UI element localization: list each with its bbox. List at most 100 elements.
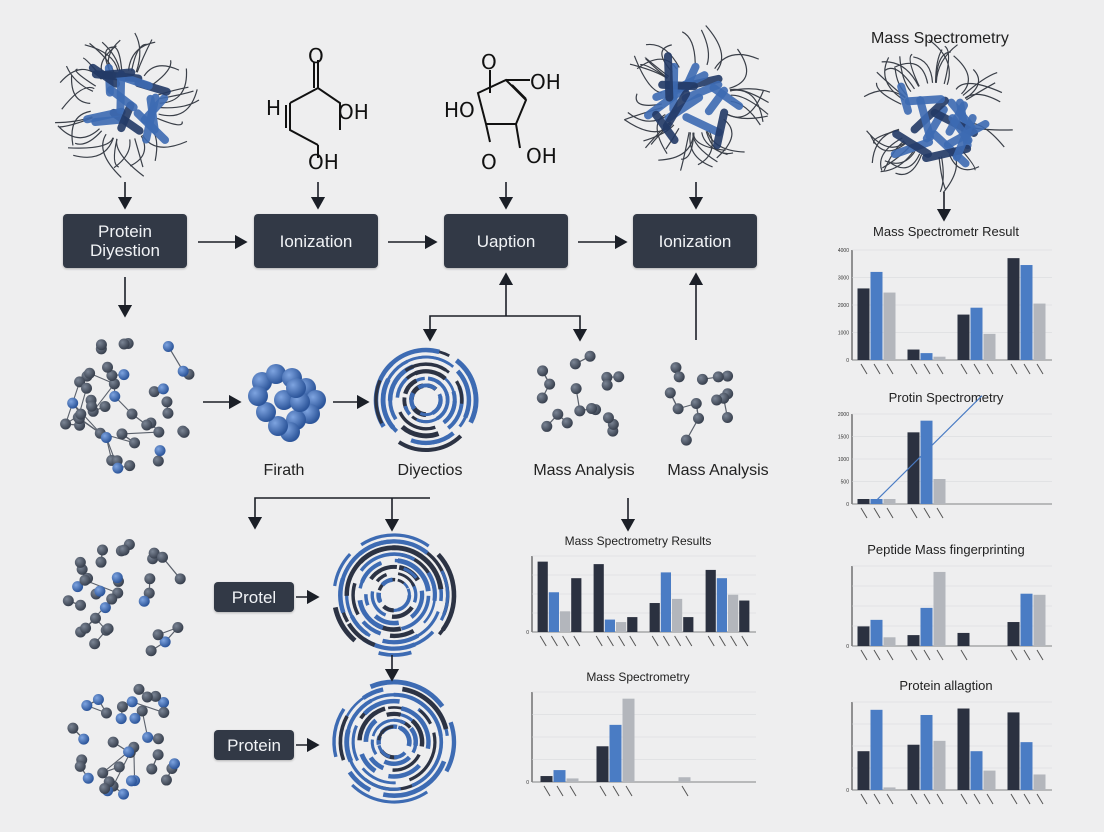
protein-structure: [623, 25, 771, 171]
bar: [566, 778, 579, 782]
network-node: [74, 760, 86, 772]
spiral-arc: [386, 711, 402, 717]
protein-coil: [943, 45, 950, 85]
network-node: [99, 782, 111, 794]
network-node: [145, 645, 157, 657]
spiral-arc: [373, 614, 400, 626]
spiral-arc: [392, 753, 421, 772]
chemical-structures: [285, 60, 530, 158]
spiral-arc: [442, 390, 457, 425]
protein-strand: [669, 62, 679, 114]
network-node: [670, 362, 682, 374]
protein-strand: [662, 89, 691, 131]
protein-coil: [935, 44, 958, 83]
x-tick-label: [1023, 649, 1031, 661]
network-node: [116, 428, 128, 440]
network-node: [94, 585, 106, 597]
bar: [883, 499, 896, 504]
x-tick-label: [1036, 363, 1044, 375]
spiral-arc: [408, 732, 437, 782]
x-tick-label: [562, 635, 570, 647]
network-node: [78, 733, 90, 745]
x-tick-label: [936, 649, 944, 661]
network-node: [141, 419, 153, 431]
network-node: [561, 417, 573, 429]
network-node: [84, 367, 96, 379]
network-bond: [131, 701, 164, 714]
spiral-arc: [393, 610, 440, 644]
spiral-arc: [418, 355, 451, 366]
spiral-arc: [400, 595, 431, 631]
network-node: [157, 383, 169, 395]
bar: [933, 479, 946, 504]
y-tick-label: 0: [846, 644, 849, 650]
bar: [1007, 712, 1020, 790]
x-tick-label: [606, 635, 614, 647]
spiral-arc: [400, 424, 440, 439]
spiral-arc: [376, 592, 383, 603]
molecule-network: [536, 350, 625, 437]
protein-coil: [61, 86, 95, 110]
protein-coil: [953, 55, 969, 95]
spiral-arc: [370, 739, 378, 756]
chart-ms2: Mass Spectrometry 0: [510, 670, 766, 810]
network-node: [102, 623, 114, 635]
network-node: [141, 691, 153, 703]
spiral-arc: [332, 707, 346, 758]
network-node: [601, 371, 613, 383]
protein-coil: [89, 42, 115, 73]
x-tick-label: [886, 363, 894, 375]
bar: [1033, 303, 1046, 360]
bar: [1020, 593, 1033, 646]
x-tick-label: [910, 363, 918, 375]
chart-title: Protein allagtion: [899, 678, 993, 693]
network-node: [152, 455, 164, 467]
x-tick-label: [1023, 793, 1031, 805]
network-node: [586, 402, 598, 414]
protein-coil: [643, 124, 675, 142]
network-node: [162, 407, 174, 419]
spiral-arc: [426, 571, 437, 602]
network-node: [102, 361, 114, 373]
protein-strand: [102, 68, 136, 79]
spiral-arc: [454, 358, 479, 424]
bar: [920, 420, 933, 504]
protein-coil: [893, 62, 929, 84]
network-node: [111, 572, 123, 584]
protein-coil: [869, 134, 907, 152]
network-node: [544, 378, 556, 390]
protein-coil: [115, 138, 145, 177]
network-node: [60, 418, 72, 430]
y-tick-label: 0: [846, 788, 849, 794]
protein-coil: [887, 153, 921, 169]
protein-coil: [884, 67, 915, 90]
bar: [716, 578, 727, 632]
protein-strand: [116, 70, 126, 115]
network-node: [153, 426, 165, 438]
protel-box: Protel: [214, 582, 294, 612]
network-node: [133, 683, 145, 695]
bar: [983, 770, 996, 790]
x-tick-label: [1036, 793, 1044, 805]
x-tick-label: [556, 785, 564, 797]
y-tick-label: 1000: [838, 457, 849, 463]
bar: [870, 619, 883, 646]
network-node: [99, 400, 111, 412]
x-tick-label: [860, 507, 868, 519]
spiral-arc: [419, 410, 436, 417]
x-tick-label: [936, 793, 944, 805]
protein-coil: [656, 113, 668, 155]
bar: [857, 288, 870, 360]
network-node: [79, 574, 91, 586]
protein-strand: [713, 108, 729, 150]
spiral-arc: [387, 763, 422, 779]
network-node: [89, 638, 101, 650]
firath-node: [266, 364, 286, 384]
spiral-arc: [389, 628, 415, 639]
spiral-arc: [368, 756, 385, 771]
network-node: [160, 774, 172, 786]
network-node: [100, 707, 112, 719]
chem-label-oh: OH: [338, 100, 369, 124]
network-node: [80, 622, 92, 634]
